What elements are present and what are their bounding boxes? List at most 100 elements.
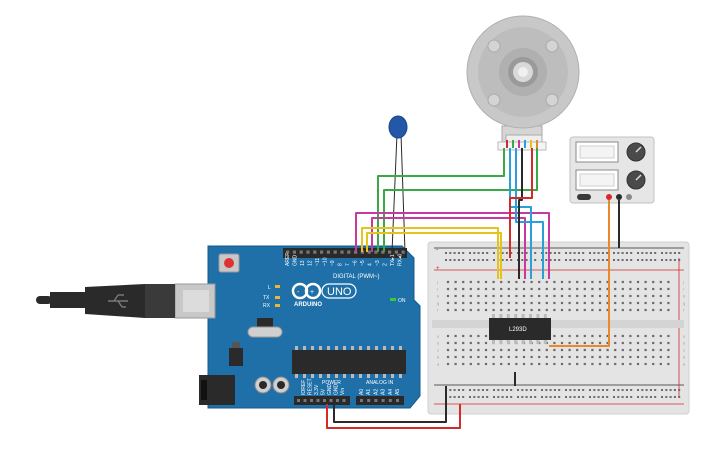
breadboard-hole[interactable] [446,287,450,291]
rail-hole[interactable] [665,389,668,391]
header-pin[interactable] [326,250,330,254]
breadboard-hole[interactable] [522,355,526,359]
breadboard-hole[interactable] [659,341,662,345]
breadboard-hole[interactable] [553,355,556,359]
rail-hole[interactable] [477,396,480,398]
breadboard-hole[interactable] [446,301,450,305]
rail-hole[interactable] [553,389,556,391]
rail-hole[interactable] [649,389,652,391]
rail-hole[interactable] [649,259,652,261]
breadboard-hole[interactable] [492,362,495,366]
breadboard-hole[interactable] [492,348,495,352]
analog-header[interactable] [356,396,404,405]
breadboard-hole[interactable] [553,280,556,284]
breadboard-hole[interactable] [598,362,602,366]
rail-hole[interactable] [501,389,504,391]
breadboard-hole[interactable] [492,308,495,312]
rail-hole[interactable] [613,389,615,391]
rail-hole[interactable] [645,396,648,398]
breadboard-hole[interactable] [568,341,571,345]
rail-hole[interactable] [654,259,657,261]
breadboard-hole[interactable] [469,355,472,359]
rail-hole[interactable] [573,259,576,261]
breadboard-hole[interactable] [636,287,640,291]
breadboard-hole[interactable] [477,287,480,291]
rail-hole[interactable] [625,252,628,254]
rail-hole[interactable] [534,259,537,261]
breadboard-hole[interactable] [484,294,488,298]
breadboard-hole[interactable] [568,301,571,305]
header-pin[interactable] [360,399,363,402]
digital-header[interactable] [283,248,407,258]
breadboard-hole[interactable] [545,301,548,305]
rail-hole[interactable] [457,259,460,261]
breadboard-hole[interactable] [659,287,662,291]
rail-hole[interactable] [486,259,489,261]
rail-hole[interactable] [630,396,633,398]
rail-hole[interactable] [582,396,585,398]
breadboard-hole[interactable] [553,341,556,345]
breadboard-hole[interactable] [606,355,609,359]
rail-hole[interactable] [577,389,580,391]
breadboard-hole[interactable] [507,280,510,284]
rail-hole[interactable] [573,389,576,391]
rail-hole[interactable] [589,259,591,261]
rail-hole[interactable] [601,259,604,261]
breadboard-hole[interactable] [652,301,655,305]
rail-hole[interactable] [678,252,681,254]
header-pin[interactable] [347,250,351,254]
breadboard-hole[interactable] [583,334,586,338]
breadboard-hole[interactable] [560,287,564,291]
rail-hole[interactable] [593,252,596,254]
breadboard-hole[interactable] [515,348,518,352]
header-pin[interactable] [367,250,371,254]
breadboard-hole[interactable] [659,308,662,312]
breadboard-hole[interactable] [462,280,465,284]
breadboard-hole[interactable] [530,301,533,305]
breadboard-hole[interactable] [477,355,480,359]
rail-hole[interactable] [481,396,484,398]
breadboard-hole[interactable] [583,280,586,284]
header-pin[interactable] [396,399,399,402]
rail-hole[interactable] [593,396,596,398]
breadboard-hole[interactable] [583,301,586,305]
breadboard-hole[interactable] [629,308,632,312]
rail-hole[interactable] [521,396,524,398]
breadboard-hole[interactable] [636,334,640,338]
breadboard-hole[interactable] [507,348,510,352]
breadboard-hole[interactable] [583,294,586,298]
rail-hole[interactable] [525,396,528,398]
breadboard-hole[interactable] [614,301,617,305]
breadboard-hole[interactable] [500,308,503,312]
breadboard-hole[interactable] [621,348,624,352]
breadboard-hole[interactable] [659,348,662,352]
rail-hole[interactable] [477,259,480,261]
breadboard-hole[interactable] [522,362,526,366]
rail-hole[interactable] [457,389,460,391]
breadboard-hole[interactable] [614,287,617,291]
breadboard-hole[interactable] [667,362,670,366]
rail-hole[interactable] [477,252,480,254]
breadboard-hole[interactable] [644,301,647,305]
rail-hole[interactable] [453,389,456,391]
rail-hole[interactable] [497,396,500,398]
breadboard-hole[interactable] [545,362,548,366]
breadboard-hole[interactable] [477,341,480,345]
breadboard-hole[interactable] [652,348,655,352]
breadboard-hole[interactable] [492,287,495,291]
header-pin[interactable] [303,399,307,402]
rail-hole[interactable] [641,396,644,398]
rail-hole[interactable] [613,396,615,398]
breadboard-hole[interactable] [560,341,564,345]
breadboard-hole[interactable] [484,355,488,359]
breadboard-hole[interactable] [659,355,662,359]
rail-hole[interactable] [534,389,537,391]
breadboard-hole[interactable] [667,348,670,352]
breadboard-hole[interactable] [553,348,556,352]
rail-hole[interactable] [558,396,561,398]
breadboard-hole[interactable] [591,301,594,305]
rail-hole[interactable] [545,259,548,261]
breadboard-hole[interactable] [636,294,640,298]
breadboard-hole[interactable] [469,287,472,291]
breadboard-hole[interactable] [538,308,541,312]
